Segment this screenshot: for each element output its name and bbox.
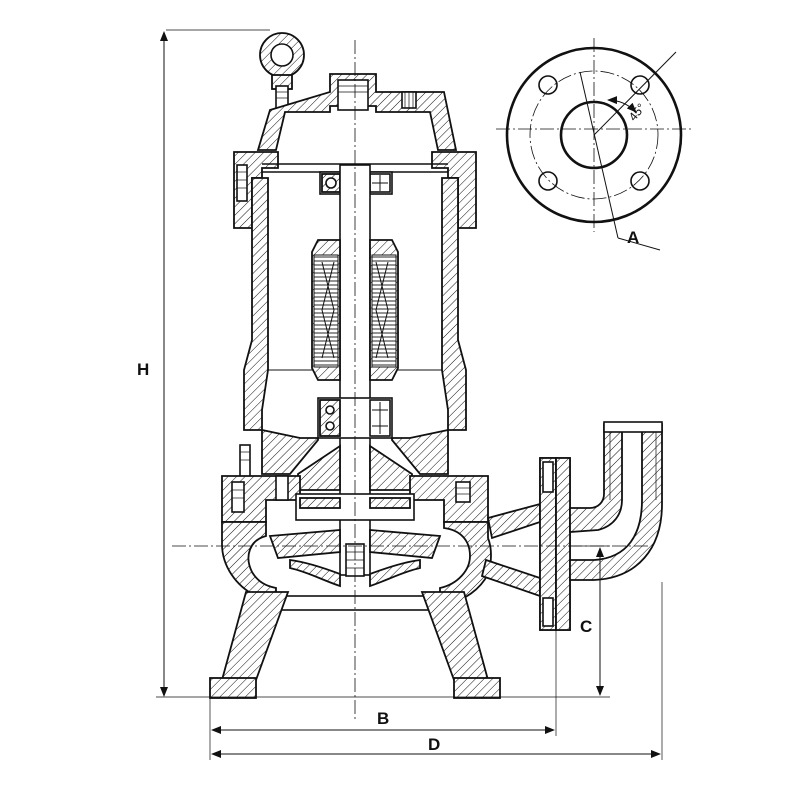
base-stand [209, 591, 501, 699]
dimension-label-h: H [137, 360, 149, 379]
seal-housing [239, 428, 449, 491]
flange-view [496, 38, 692, 251]
rotor [311, 239, 399, 381]
lifting-eye [259, 32, 305, 109]
discharge-flange [539, 457, 571, 631]
dimension-label-b: B [377, 709, 389, 728]
dimension-lines [156, 31, 663, 760]
dimension-label-a: A [627, 228, 639, 247]
top-cover [256, 73, 458, 151]
discharge-elbow [569, 421, 663, 581]
angle-label: 45° [626, 101, 649, 124]
dimension-label-d: D [428, 735, 440, 754]
dimension-label-c: C [580, 617, 592, 636]
impeller [268, 529, 442, 588]
